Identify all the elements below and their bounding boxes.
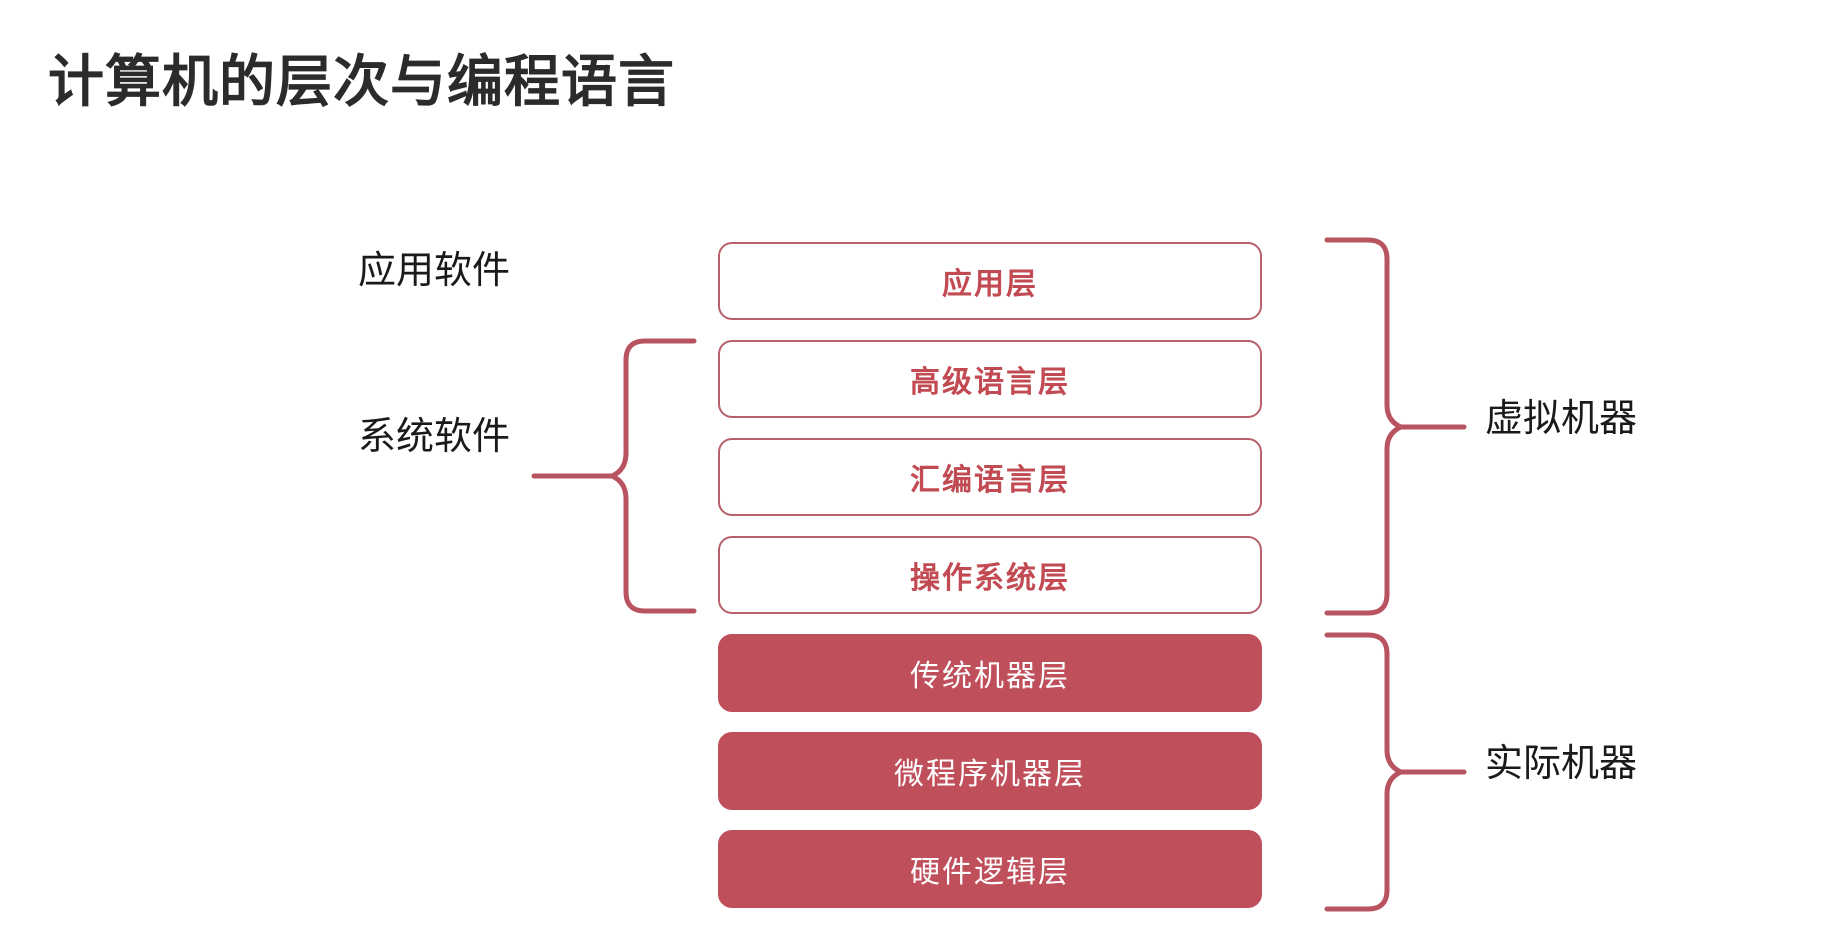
layer-box-application[interactable]: 应用层 <box>718 242 1262 320</box>
layer-box-label: 微程序机器层 <box>894 758 1086 791</box>
label-application-software: 应用软件 <box>358 250 511 292</box>
page-title: 计算机的层次与编程语言 <box>48 50 675 113</box>
layer-box-microprogram-machine[interactable]: 微程序机器层 <box>718 732 1262 810</box>
layer-box-assembly-language[interactable]: 汇编语言层 <box>718 438 1262 516</box>
brace-virtual-machine <box>1324 237 1404 616</box>
label-real-machine: 实际机器 <box>1485 743 1638 785</box>
layer-box-label: 硬件逻辑层 <box>910 856 1070 889</box>
layer-box-label: 应用层 <box>942 268 1038 301</box>
layer-box-traditional-machine[interactable]: 传统机器层 <box>718 634 1262 712</box>
layer-box-hardware-logic[interactable]: 硬件逻辑层 <box>718 830 1262 908</box>
brace-system-software <box>609 338 697 614</box>
layer-box-label: 汇编语言层 <box>910 464 1070 497</box>
label-system-software: 系统软件 <box>358 416 511 458</box>
label-virtual-machine: 虚拟机器 <box>1485 398 1638 440</box>
layer-box-label: 操作系统层 <box>910 562 1070 595</box>
brace-real-machine <box>1324 632 1404 912</box>
layer-box-high-level-language[interactable]: 高级语言层 <box>718 340 1262 418</box>
layer-box-operating-system[interactable]: 操作系统层 <box>718 536 1262 614</box>
layer-box-label: 高级语言层 <box>910 366 1070 399</box>
layer-box-label: 传统机器层 <box>910 660 1070 693</box>
